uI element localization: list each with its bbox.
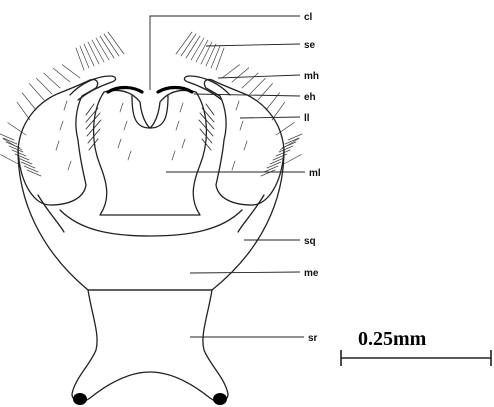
left-foot-spot <box>73 393 87 405</box>
seta <box>222 65 240 78</box>
seta <box>282 154 301 165</box>
scale-bar-label: 0.25mm <box>358 328 427 350</box>
seta <box>84 44 94 66</box>
seta <box>80 46 89 68</box>
seta <box>15 154 29 160</box>
label-mh: mh <box>304 71 319 82</box>
seta <box>216 48 224 70</box>
seta <box>264 166 278 172</box>
seta <box>288 134 302 140</box>
seta <box>68 161 71 170</box>
seta <box>17 102 30 120</box>
middle-lobe <box>94 90 207 215</box>
seta <box>27 170 41 176</box>
seta <box>273 154 287 160</box>
seta <box>60 121 63 130</box>
seta <box>64 101 67 110</box>
seta <box>270 158 284 164</box>
seta <box>128 151 131 160</box>
seta <box>21 162 35 168</box>
left-movable-hook <box>70 76 116 100</box>
seta <box>211 46 220 68</box>
label-sr: sr <box>308 333 318 344</box>
setae-group <box>0 32 302 176</box>
seta <box>267 162 281 168</box>
seta <box>76 48 84 70</box>
seta <box>180 103 183 112</box>
central-lobule <box>132 96 168 128</box>
seta <box>186 36 200 58</box>
label-ml: ml <box>309 168 321 179</box>
label-ll: ll <box>304 113 310 124</box>
seta <box>118 139 121 148</box>
seta <box>261 170 275 176</box>
seta <box>191 38 204 60</box>
seta <box>56 141 59 150</box>
right-palp-base <box>238 195 264 232</box>
squama <box>60 210 242 236</box>
seta <box>18 158 32 164</box>
seta <box>1 155 20 165</box>
seta <box>53 68 70 82</box>
seta <box>96 38 109 60</box>
seta <box>44 73 60 88</box>
seta <box>236 101 239 110</box>
seta <box>250 78 265 94</box>
seta <box>88 42 99 64</box>
seta <box>120 103 123 112</box>
submentum <box>72 290 228 401</box>
seta <box>100 36 114 58</box>
seta <box>232 68 249 82</box>
seta <box>244 141 247 150</box>
label-se: se <box>304 40 316 51</box>
label-eh: eh <box>304 92 316 103</box>
seta <box>196 40 208 62</box>
right-foot-spot <box>213 393 227 405</box>
seta <box>176 121 179 130</box>
mentum <box>18 150 284 290</box>
seta <box>201 42 212 64</box>
seta <box>172 151 175 160</box>
seta <box>29 84 44 100</box>
label-sq: sq <box>304 236 316 247</box>
seta <box>124 121 127 130</box>
left-lateral-lobe <box>18 79 98 205</box>
left-palp-base <box>38 195 64 232</box>
right-lateral-lobe <box>204 79 284 205</box>
seta <box>22 93 36 110</box>
label-me: me <box>304 268 319 279</box>
label-cl: cl <box>304 12 313 23</box>
seta <box>37 78 52 94</box>
seta <box>92 40 104 62</box>
seta <box>206 44 216 66</box>
seta <box>285 138 299 144</box>
seta <box>24 166 38 172</box>
scale-bar: 0.25mm <box>341 328 491 366</box>
seta <box>242 73 258 88</box>
seta <box>258 83 273 100</box>
seta <box>182 139 185 148</box>
seta <box>62 65 80 78</box>
seta <box>0 134 14 140</box>
seta <box>240 121 243 130</box>
seta <box>232 161 235 170</box>
